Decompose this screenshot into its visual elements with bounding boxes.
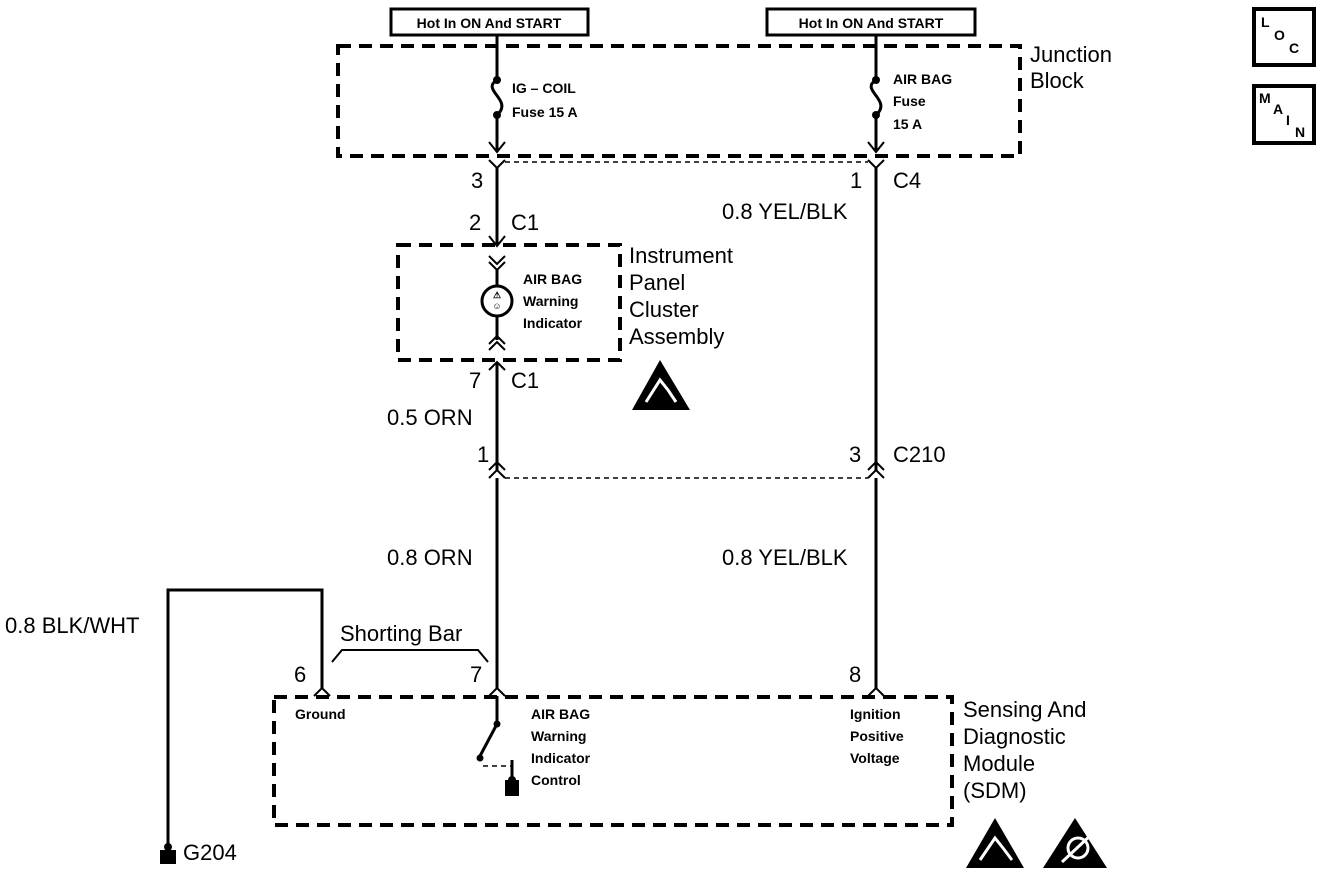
shorting-bar-label: Shorting Bar bbox=[340, 621, 462, 646]
sdm-ground-label: Ground bbox=[295, 706, 346, 722]
ig-coil-fuse-label-line2: Fuse 15 A bbox=[512, 104, 578, 120]
junction-block-label-line1: Junction bbox=[1030, 42, 1112, 67]
main-nav-icon[interactable]: M A I N bbox=[1252, 84, 1316, 145]
c1-top-pin: 2 bbox=[469, 210, 481, 235]
wire-label-right-upper: 0.8 YEL/BLK bbox=[722, 199, 848, 224]
loc-nav-icon[interactable]: L O C bbox=[1252, 7, 1316, 67]
left-power-source: Hot In ON And START bbox=[389, 7, 590, 37]
shorting-bar bbox=[331, 649, 489, 663]
air-bag-fuse-label-line3: 15 A bbox=[893, 116, 922, 132]
junction-block-outline bbox=[336, 44, 1022, 158]
sdm-label-line3: Module bbox=[963, 751, 1035, 776]
sdm-label-line2: Diagnostic bbox=[963, 724, 1066, 749]
cluster-indicator-line1: AIR BAG bbox=[523, 271, 582, 287]
right-power-source-label: Hot In ON And START bbox=[799, 15, 944, 31]
cluster-indicator-line2: Warning bbox=[523, 293, 578, 309]
sdm-label-line4: (SDM) bbox=[963, 778, 1027, 803]
left-power-source-label: Hot In ON And START bbox=[417, 15, 562, 31]
sdm-pin7-terminal bbox=[488, 686, 506, 697]
instrument-panel-cluster-outline bbox=[396, 243, 622, 362]
c4-connector bbox=[488, 159, 885, 170]
ground-g204-icon bbox=[160, 843, 176, 864]
c210-left-pin: 1 bbox=[477, 442, 489, 467]
wire-label-ground: 0.8 BLK/WHT bbox=[5, 613, 139, 638]
sdm-ignition-line2: Positive bbox=[850, 728, 904, 744]
sdm-ignition-line3: Voltage bbox=[850, 750, 900, 766]
sdm-pin-ignition: 8 bbox=[849, 662, 861, 687]
c210-connector-name: C210 bbox=[893, 442, 946, 467]
c1-top-name: C1 bbox=[511, 210, 539, 235]
sdm-indicator-control-switch bbox=[476, 696, 519, 796]
ig-coil-fuse-label-line1: IG – COIL bbox=[512, 80, 576, 96]
air-bag-fuse bbox=[867, 35, 885, 154]
wire-label-left-lower: 0.8 ORN bbox=[387, 545, 473, 570]
ig-coil-fuse bbox=[488, 35, 506, 154]
airbag-warning-icon bbox=[1043, 818, 1107, 868]
c4-connector-name: C4 bbox=[893, 168, 921, 193]
c1-bottom-name: C1 bbox=[511, 368, 539, 393]
sdm-indicator-line3: Indicator bbox=[531, 750, 591, 766]
c210-connector bbox=[488, 460, 885, 479]
cluster-label-line2: Panel bbox=[629, 270, 685, 295]
c4-left-pin: 3 bbox=[471, 168, 483, 193]
sdm-label-line1: Sensing And bbox=[963, 697, 1087, 722]
wire-label-right-lower: 0.8 YEL/BLK bbox=[722, 545, 848, 570]
junction-block-label-line2: Block bbox=[1030, 68, 1085, 93]
esd-sensitive-icon bbox=[632, 360, 690, 410]
cluster-label-line3: Cluster bbox=[629, 297, 699, 322]
sdm-pin8-terminal bbox=[867, 686, 885, 697]
sdm-outline bbox=[272, 695, 954, 827]
main-letter-2: A bbox=[1273, 101, 1283, 117]
sdm-ignition-line1: Ignition bbox=[850, 706, 901, 722]
cluster-label-line1: Instrument bbox=[629, 243, 733, 268]
svg-text:☺: ☺ bbox=[492, 301, 501, 311]
loc-letter-3: C bbox=[1289, 40, 1299, 56]
c1-bottom-pin: 7 bbox=[469, 368, 481, 393]
wire-ground bbox=[166, 588, 324, 845]
loc-letter-1: L bbox=[1261, 14, 1270, 30]
right-power-source: Hot In ON And START bbox=[765, 7, 977, 37]
main-letter-1: M bbox=[1259, 90, 1271, 106]
c1-top-arrow bbox=[488, 235, 506, 248]
cluster-indicator-line3: Indicator bbox=[523, 315, 583, 331]
esd-sensitive-icon-sdm bbox=[966, 818, 1024, 868]
c210-right-pin: 3 bbox=[849, 442, 861, 467]
wire-label-left-middle: 0.5 ORN bbox=[387, 405, 473, 430]
c4-right-pin: 1 bbox=[850, 168, 862, 193]
sdm-pin-ground: 6 bbox=[294, 662, 306, 687]
sdm-pin-indicator: 7 bbox=[470, 662, 482, 687]
air-bag-fuse-label-line2: Fuse bbox=[893, 93, 926, 109]
cluster-label-line4: Assembly bbox=[629, 324, 724, 349]
sdm-pin6-terminal bbox=[313, 686, 331, 697]
air-bag-fuse-label-line1: AIR BAG bbox=[893, 71, 952, 87]
svg-text:⚠: ⚠ bbox=[493, 290, 501, 300]
ground-label: G204 bbox=[183, 840, 237, 865]
main-letter-4: N bbox=[1295, 124, 1305, 140]
sdm-indicator-line1: AIR BAG bbox=[531, 706, 590, 722]
loc-letter-2: O bbox=[1274, 27, 1285, 43]
main-letter-3: I bbox=[1286, 112, 1290, 128]
sdm-indicator-line4: Control bbox=[531, 772, 581, 788]
cluster-warning-lamp: ⚠ ☺ bbox=[480, 255, 514, 351]
sdm-indicator-line2: Warning bbox=[531, 728, 586, 744]
